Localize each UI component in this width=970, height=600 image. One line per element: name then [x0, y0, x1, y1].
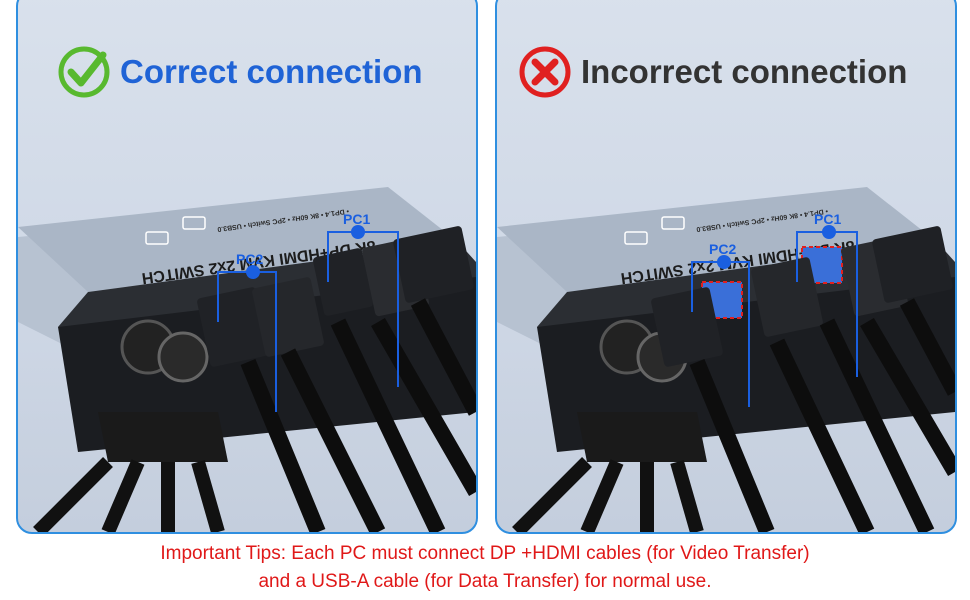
led-indicator [182, 216, 206, 230]
incorrect-connection-panel: 8K DP+HDMI KVM 2x2 SWITCH • DP1.4 • 8K 6… [495, 0, 957, 534]
pc2-callout: PC2 [217, 251, 277, 412]
pc1-callout: PC1 [796, 211, 858, 377]
pc1-label: PC1 [814, 211, 841, 227]
correct-connection-heading: Correct connection [56, 44, 423, 100]
x-circle-icon [519, 46, 571, 98]
tips-line-1: Important Tips: Each PC must connect DP … [160, 543, 810, 564]
incorrect-connection-heading: Incorrect connection [517, 44, 907, 100]
check-circle-icon [58, 46, 110, 98]
incorrect-connection-title: Incorrect connection [581, 53, 908, 90]
important-tips: Important Tips: Each PC must connect DP … [0, 540, 970, 596]
pc1-callout: PC1 [327, 211, 399, 387]
led-indicator [624, 231, 648, 245]
correct-kvm-photo: 8K DP+HDMI KVM 2x2 SWITCH • DP1.4 • 8K 6… [18, 187, 476, 532]
tips-line-2: and a USB-A cable (for Data Transfer) fo… [258, 571, 712, 592]
pc2-callout: PC2 [691, 241, 750, 407]
led-indicator [661, 216, 685, 230]
pc2-label: PC2 [709, 241, 736, 257]
correct-connection-panel: 8K DP+HDMI KVM 2x2 SWITCH • DP1.4 • 8K 6… [16, 0, 478, 534]
correct-connection-title: Correct connection [120, 53, 423, 90]
incorrect-kvm-photo: 8K DP+HDMI KVM 2x2 SWITCH • DP1.4 • 8K 6… [497, 187, 955, 532]
pc1-label: PC1 [343, 211, 370, 227]
led-indicator [145, 231, 169, 245]
pc2-label: PC2 [236, 251, 263, 267]
